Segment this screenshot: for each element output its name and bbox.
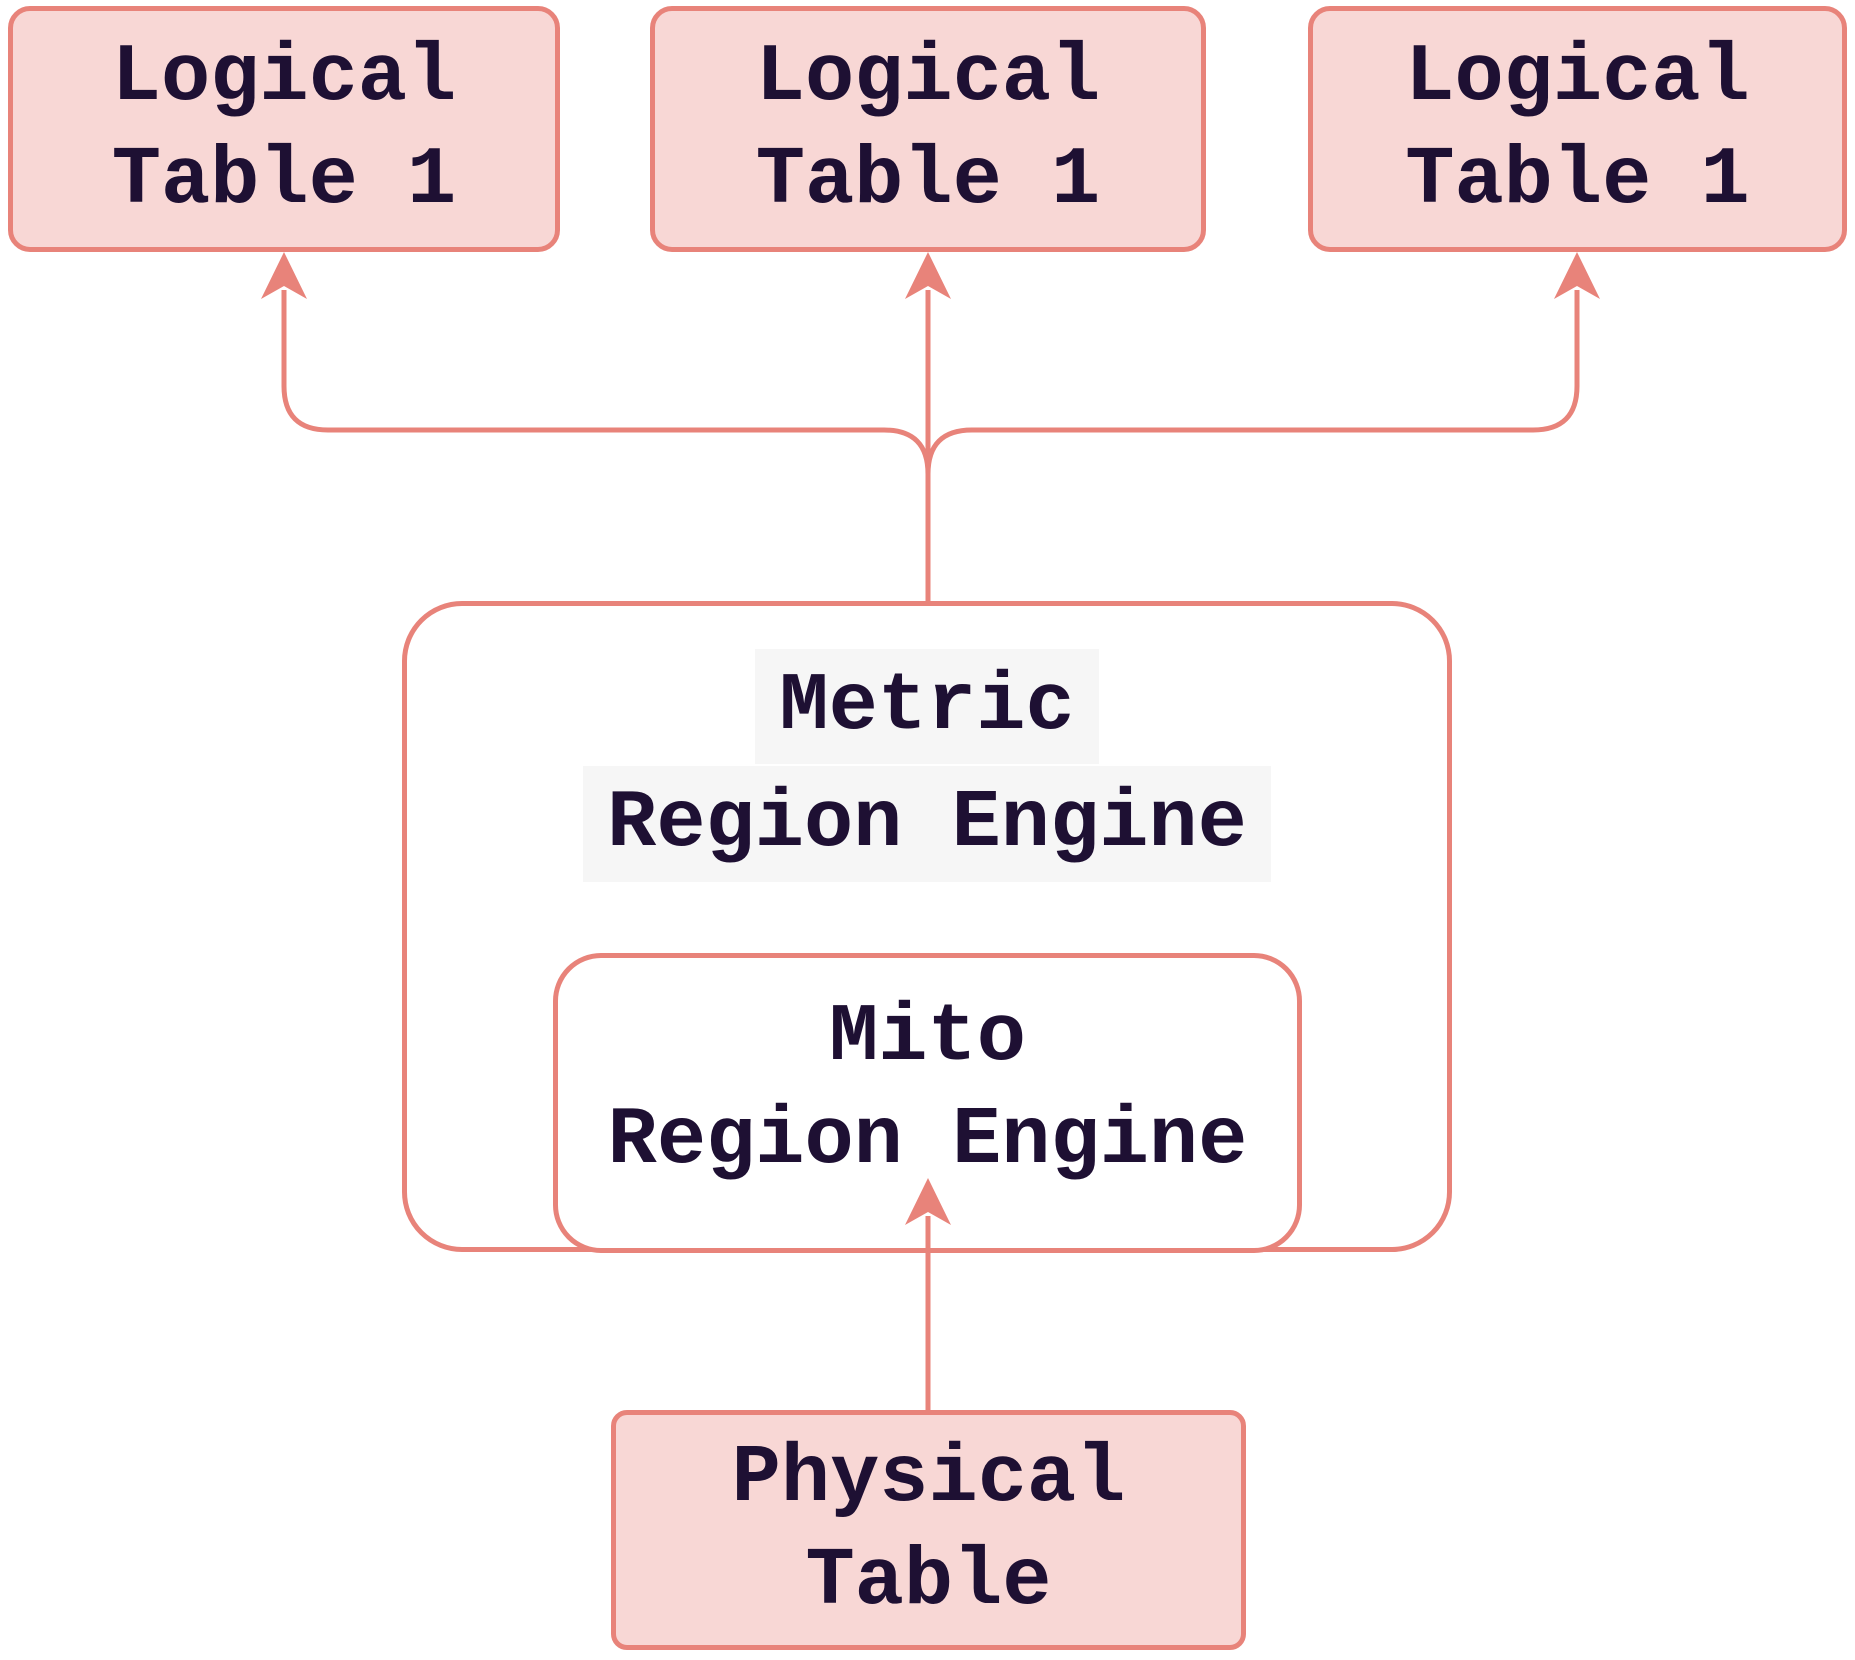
node-label-line: Table 1	[111, 134, 457, 227]
node-label-line: Physical	[731, 1431, 1126, 1525]
node-label-line: Region Engine	[583, 766, 1271, 882]
node-label-line: Region Engine	[607, 1094, 1248, 1188]
node-logical-table-left: Logical Table 1	[8, 6, 560, 252]
node-logical-table-right: Logical Table 1	[1308, 6, 1847, 252]
node-label-line: Logical	[111, 30, 457, 124]
node-label-line: Table	[805, 1535, 1052, 1628]
edge-line	[281, 290, 931, 601]
node-label-line: Table 1	[1405, 134, 1750, 227]
node-label-line: Logical	[755, 30, 1101, 124]
node-label-line: Metric	[755, 649, 1099, 765]
node-label-line: Logical	[1405, 30, 1750, 124]
node-physical-table: Physical Table	[611, 1410, 1246, 1650]
edge-metric-to-logical-left	[261, 252, 931, 601]
edge-metric-to-logical-center	[905, 252, 951, 601]
node-logical-table-center: Logical Table 1	[650, 6, 1206, 252]
edge-line	[925, 290, 1580, 601]
arrowhead-up-icon	[261, 252, 307, 299]
node-label-line: Table 1	[755, 134, 1101, 227]
edge-metric-to-logical-right	[925, 252, 1600, 601]
arrowhead-up-icon	[1554, 252, 1600, 299]
arrowhead-up-icon	[905, 252, 951, 299]
node-label-line: Mito	[829, 991, 1026, 1084]
node-mito-region-engine: Mito Region Engine	[553, 953, 1302, 1253]
